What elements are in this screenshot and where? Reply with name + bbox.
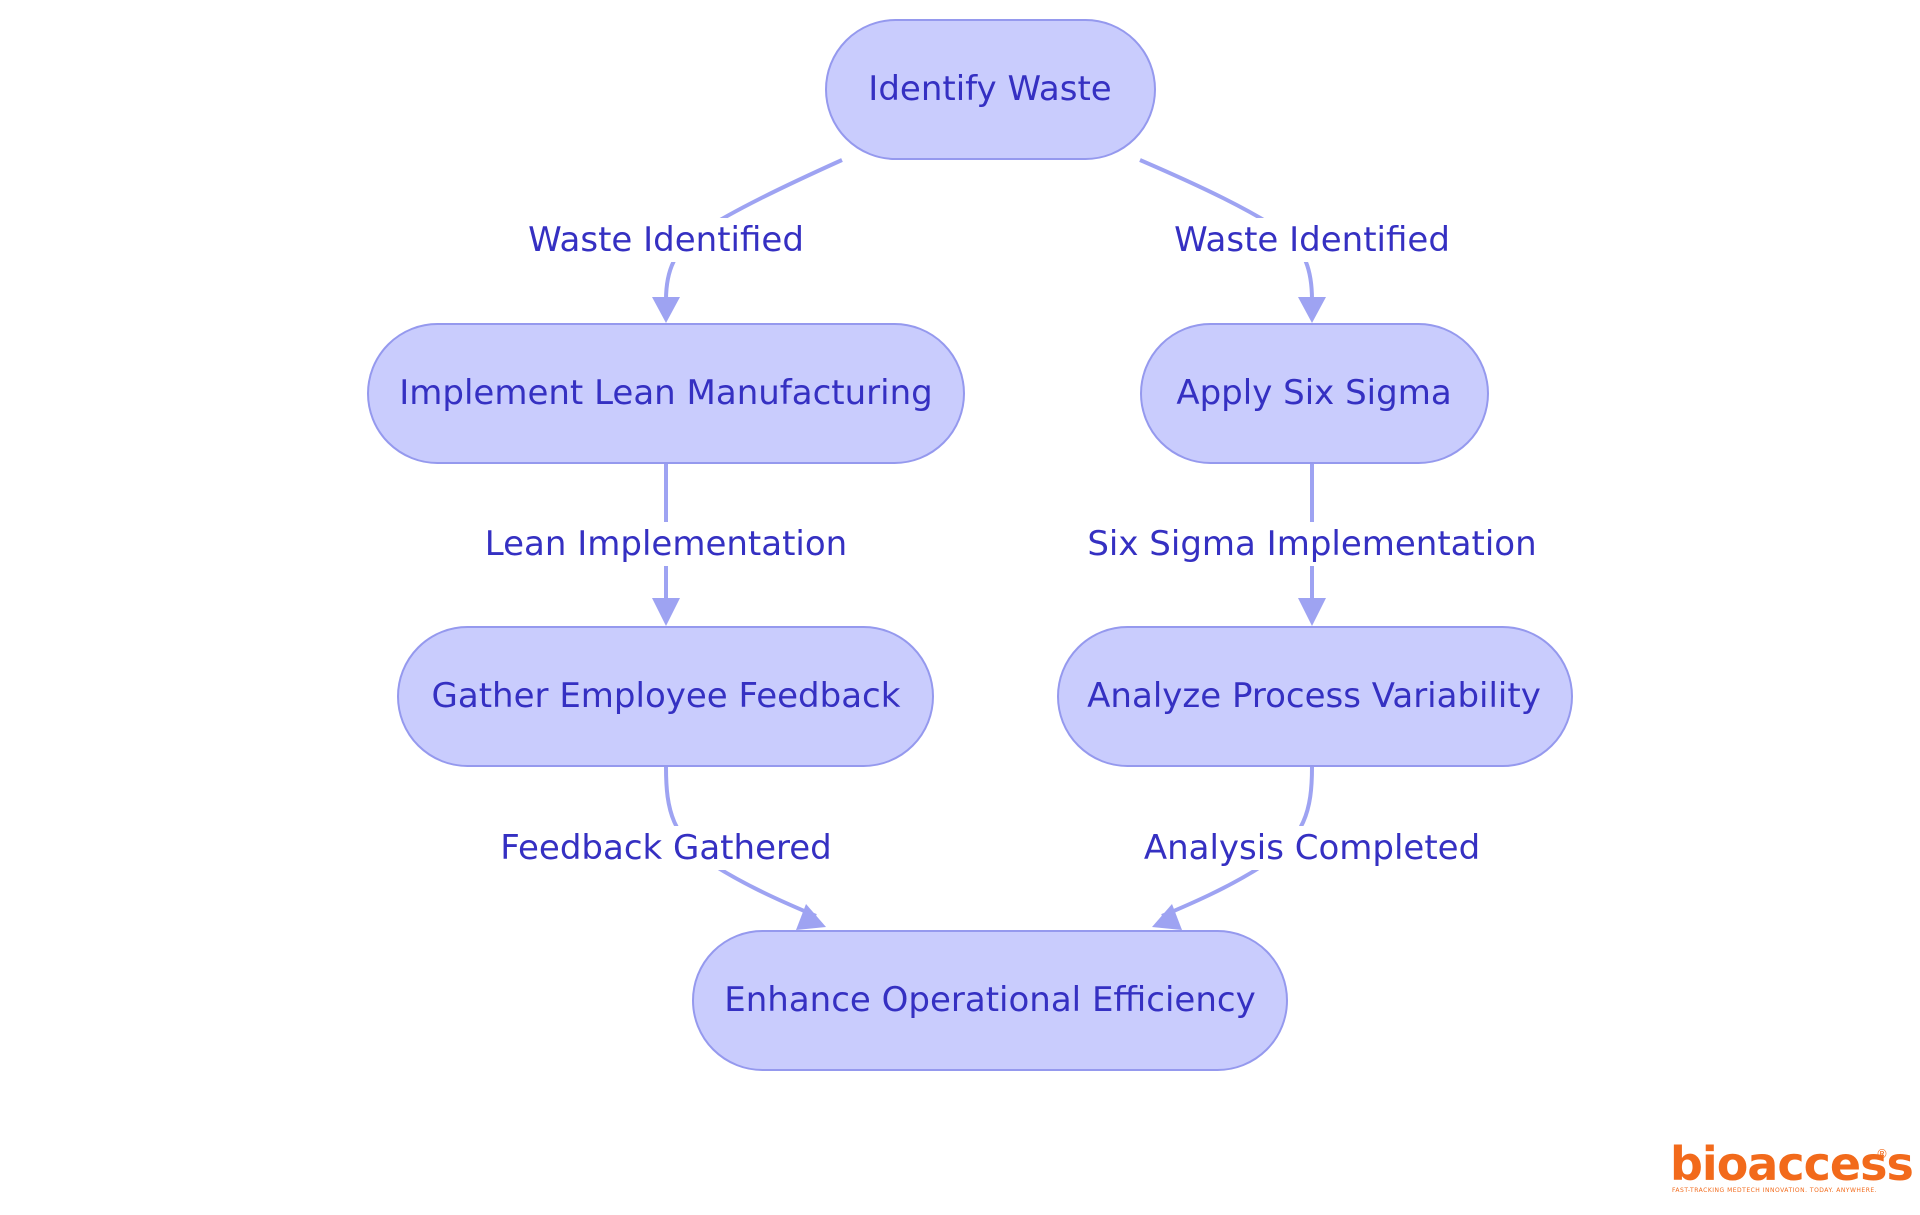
- edge-label-text: Waste Identified: [1174, 220, 1450, 260]
- edge-label-sigma-to-variability: Six Sigma Implementation: [1087, 522, 1537, 566]
- node-label: Enhance Operational Efficiency: [724, 980, 1255, 1020]
- node-analyze-process-variability[interactable]: Analyze Process Variability: [1057, 626, 1573, 767]
- edge-label-text: Waste Identified: [528, 220, 804, 260]
- edge-label-text: Analysis Completed: [1144, 828, 1480, 868]
- node-label: Apply Six Sigma: [1176, 373, 1451, 413]
- edge-label-text: Six Sigma Implementation: [1087, 524, 1536, 564]
- arrow-head: [1152, 904, 1182, 930]
- node-label: Identify Waste: [868, 69, 1111, 109]
- edge-label-waste-to-lean: Waste Identified: [528, 218, 804, 262]
- bioaccess-logo: bioaccess ® FAST-TRACKING MEDTECH INNOVA…: [1670, 1137, 1914, 1194]
- edge-label-text: Lean Implementation: [485, 524, 847, 564]
- arrow-head: [652, 598, 680, 626]
- edge-labels: Waste Identified Waste Identified Lean I…: [485, 218, 1537, 870]
- logo-tagline: FAST-TRACKING MEDTECH INNOVATION. TODAY.…: [1672, 1187, 1877, 1194]
- nodes: Identify Waste Implement Lean Manufactur…: [367, 19, 1573, 1071]
- arrow-head: [652, 297, 680, 323]
- logo-wordmark: bioaccess: [1670, 1137, 1913, 1191]
- node-label: Implement Lean Manufacturing: [399, 373, 932, 413]
- edge-label-lean-to-feedback: Lean Implementation: [485, 522, 847, 566]
- node-enhance-operational-efficiency[interactable]: Enhance Operational Efficiency: [692, 930, 1288, 1071]
- arrow-head: [796, 904, 826, 930]
- node-implement-lean-manufacturing[interactable]: Implement Lean Manufacturing: [367, 323, 965, 464]
- node-label: Gather Employee Feedback: [432, 676, 901, 716]
- arrow-head: [1298, 297, 1326, 323]
- node-gather-employee-feedback[interactable]: Gather Employee Feedback: [397, 626, 934, 767]
- node-label: Analyze Process Variability: [1087, 676, 1541, 716]
- edge-label-waste-to-sigma: Waste Identified: [1174, 218, 1450, 262]
- edge-label-text: Feedback Gathered: [500, 828, 831, 868]
- node-identify-waste[interactable]: Identify Waste: [825, 19, 1156, 160]
- arrow-head: [1298, 598, 1326, 626]
- edge-label-variability-to-efficiency: Analysis Completed: [1144, 826, 1480, 870]
- logo-registered-mark: ®: [1876, 1147, 1888, 1161]
- edge-label-feedback-to-efficiency: Feedback Gathered: [500, 826, 832, 870]
- node-apply-six-sigma[interactable]: Apply Six Sigma: [1140, 323, 1489, 464]
